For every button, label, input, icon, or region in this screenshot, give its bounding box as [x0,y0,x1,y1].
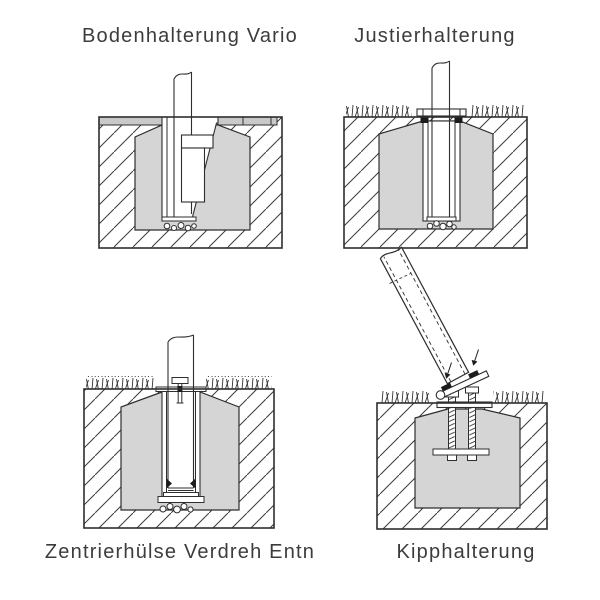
nut-top-right [465,386,479,394]
grass-right [206,376,272,389]
post [431,60,451,217]
vario-wedge-insert [180,134,214,203]
caption-justierhalterung: Justierhalterung [354,25,516,47]
set-screw-right [454,116,463,123]
post [167,334,195,491]
tilted-post [379,246,470,385]
figure-bodenhalterung-vario [98,71,283,249]
figure-zentrierhuelse [83,334,275,529]
figure-justierhalterung [343,60,528,249]
centering-sleeve-base [157,492,205,503]
sleeve-bottom-cap [161,216,197,222]
ground-outline [83,388,275,529]
anchor-plate [432,448,490,456]
drainage-gravel [163,222,197,232]
grass-left [86,376,154,389]
grass-right [493,390,544,403]
set-screw-left [420,116,429,123]
ground-outline [343,116,528,249]
caption-zentrierhuelse: Zentrierhülse Verdreh Entn [44,541,316,563]
nut-bottom-right [467,454,477,461]
sleeve-bottom-cap [426,216,457,222]
ground-outline [376,402,548,530]
caption-kipphalterung: Kipphalterung [396,541,536,563]
drainage-gravel [159,503,194,514]
grass-right [470,104,525,117]
fastening-arrows [444,349,480,379]
nut-bottom-left [447,454,457,461]
adjustment-flange [416,108,467,123]
centering-clips [166,478,196,489]
ground-outline [98,116,283,249]
grass-left [379,390,429,403]
caption-bodenhalterung-vario: Bodenhalterung Vario [82,25,298,47]
hinge-pivot [435,390,446,400]
drainage-gravel [426,220,457,231]
base-plate [436,401,493,409]
clamp-tabs [440,370,480,392]
ground-sleeve [422,120,461,222]
figure-kipphalterung [376,246,548,530]
grass-left [346,104,412,117]
